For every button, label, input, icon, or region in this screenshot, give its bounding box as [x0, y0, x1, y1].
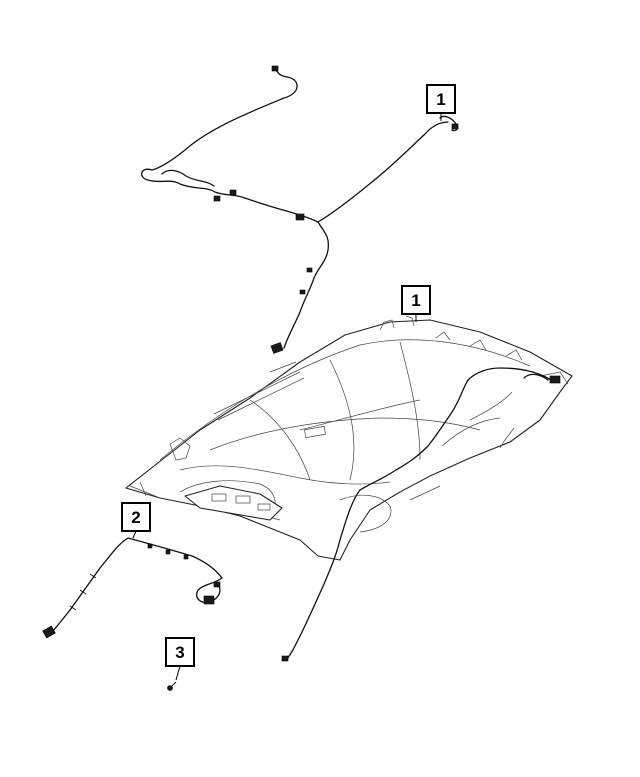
- lower-wiring-harness: [42, 537, 223, 639]
- headliner-routed-wire: [281, 367, 561, 662]
- callout-1-upper: 1: [426, 84, 456, 121]
- callout-2-label: 2: [131, 508, 140, 527]
- fastener-part: [167, 681, 177, 691]
- overhead-console: [184, 485, 283, 521]
- callout-1-upper-label: 1: [436, 90, 445, 109]
- callout-1-lower: 1: [401, 285, 431, 322]
- callout-2: 2: [121, 502, 151, 539]
- upper-wiring-harness: [141, 65, 459, 354]
- callout-1-lower-label: 1: [411, 291, 420, 310]
- callout-3: 3: [165, 637, 195, 681]
- callout-3-label: 3: [175, 643, 184, 662]
- headliner-panel: [125, 315, 573, 561]
